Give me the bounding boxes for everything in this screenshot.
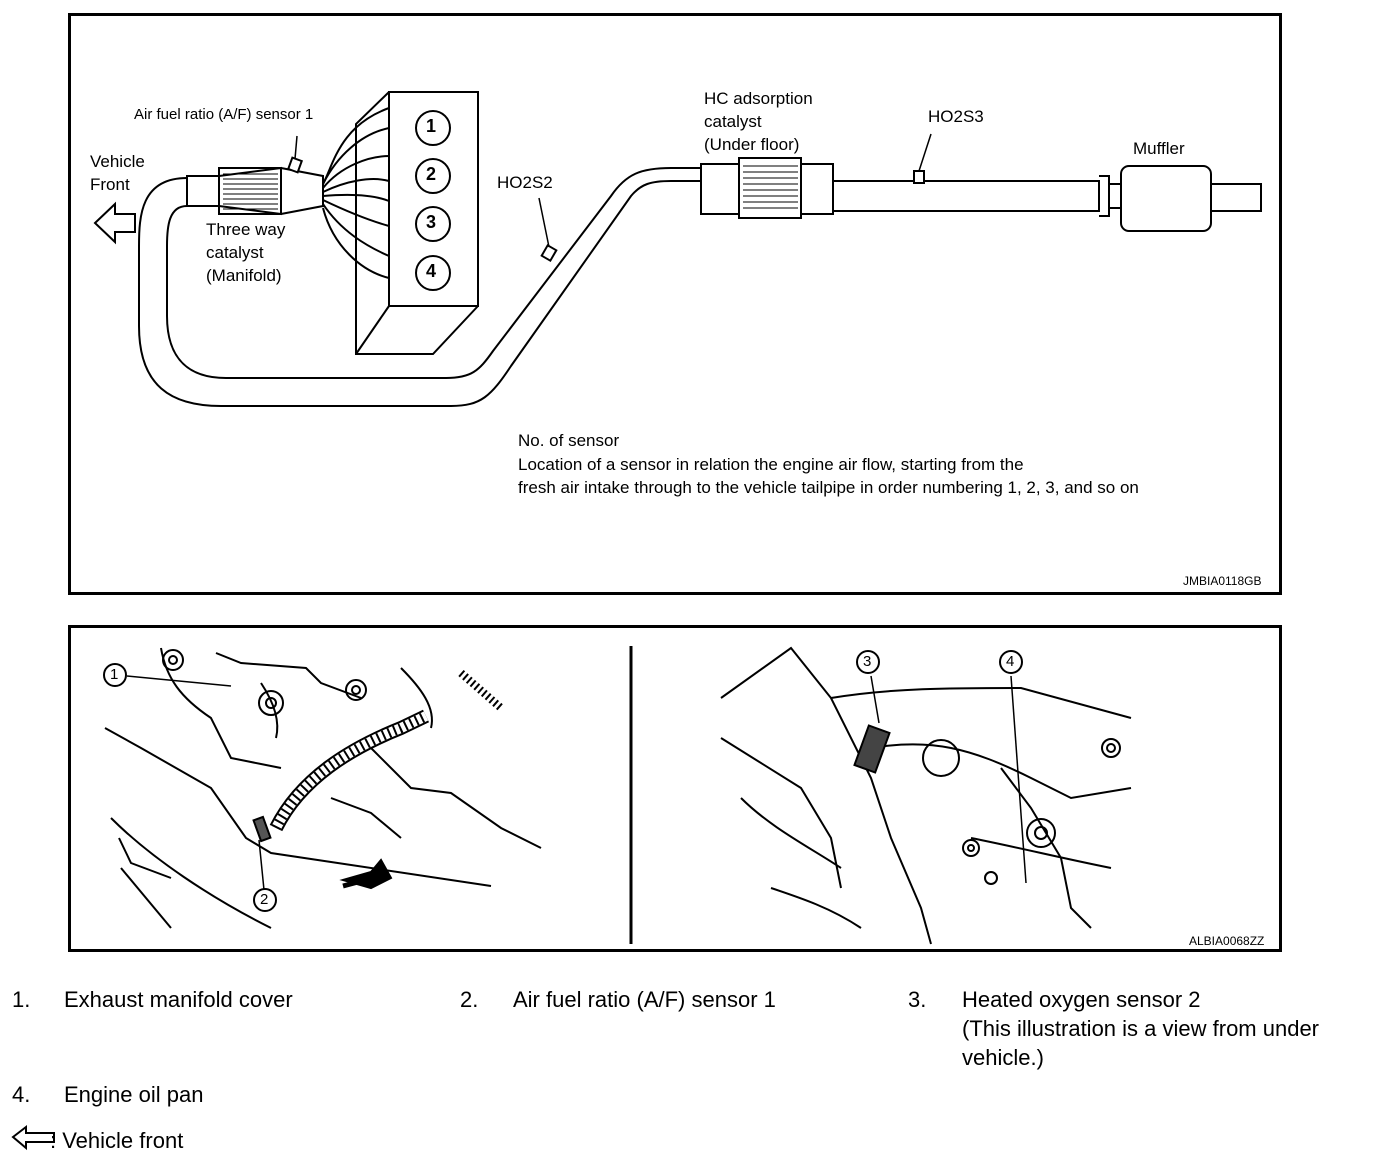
cylinder-4: 4 — [426, 261, 437, 281]
legend-num-1: 1. — [12, 987, 31, 1012]
vehicle-front-arrow — [93, 201, 136, 245]
cylinder-2: 2 — [426, 164, 437, 184]
hc-label-1: HC adsorption — [704, 89, 813, 108]
muffler-label: Muffler — [1133, 139, 1185, 158]
ho2s2-sensor — [540, 243, 558, 263]
legend-num-3: 3. — [908, 987, 927, 1012]
component-drawings — [103, 646, 1132, 945]
ho2s3-sensor — [913, 170, 925, 184]
legend-sub-3a: (This illustration is a view from under — [962, 1016, 1320, 1041]
callout-1: 1 — [110, 666, 119, 683]
af-sensor-label: Air fuel ratio (A/F) sensor 1 — [134, 106, 314, 123]
legend-num-4: 4. — [12, 1082, 31, 1107]
af-sensor-1 — [286, 156, 304, 174]
ho2s3-label: HO2S3 — [928, 107, 984, 126]
exhaust-system-drawing — [93, 91, 1262, 407]
vehicle-front-label-1: Vehicle — [90, 152, 145, 171]
callout-3: 3 — [863, 653, 872, 670]
legend-text-2: Air fuel ratio (A/F) sensor 1 — [513, 987, 776, 1012]
muffler — [1120, 165, 1212, 232]
legend-text-1: Exhaust manifold cover — [64, 987, 293, 1012]
hc-adsorption-catalyst — [738, 157, 802, 219]
legend-num-2: 2. — [460, 987, 479, 1012]
figure-code-bottom: ALBIA0068ZZ — [1189, 934, 1265, 948]
note-line-2: Location of a sensor in relation the eng… — [518, 454, 1024, 474]
component-location-photos: 1 2 3 4 ALBIA0068ZZ — [68, 625, 1282, 952]
ho2s2-label: HO2S2 — [497, 173, 553, 192]
hc-label-2: catalyst — [704, 112, 762, 131]
legend-sub-3b: vehicle.) — [962, 1045, 1044, 1070]
legend-text-4: Engine oil pan — [64, 1082, 204, 1107]
exhaust-layout-diagram: 1 2 3 4 Air fuel ratio (A/F) sensor 1 Ve… — [68, 13, 1282, 595]
callout-4: 4 — [1006, 653, 1015, 670]
vehicle-front-legend: : Vehicle front — [50, 1128, 184, 1153]
sensor-number-note: No. of sensor Location of a sensor in re… — [518, 429, 1139, 500]
cylinder-3: 3 — [426, 212, 437, 232]
legend-text-3: Heated oxygen sensor 2 — [962, 987, 1201, 1012]
three-way-label-1: Three way — [206, 220, 286, 239]
three-way-label-3: (Manifold) — [206, 266, 282, 285]
hc-label-3: (Under floor) — [704, 135, 800, 154]
vehicle-front-label-2: Front — [90, 175, 130, 194]
figure-code-top: JMBIA0118GB — [1183, 574, 1262, 588]
tailpipe — [1211, 183, 1262, 212]
three-way-label-2: catalyst — [206, 243, 264, 262]
note-line-1: No. of sensor — [518, 431, 620, 450]
note-line-3: fresh air intake through to the vehicle … — [518, 478, 1139, 497]
cylinder-1: 1 — [426, 116, 437, 136]
callout-2: 2 — [260, 891, 269, 908]
vehicle-front-arrow-icon — [11, 1124, 55, 1151]
front-exhaust-pipe — [138, 177, 701, 407]
